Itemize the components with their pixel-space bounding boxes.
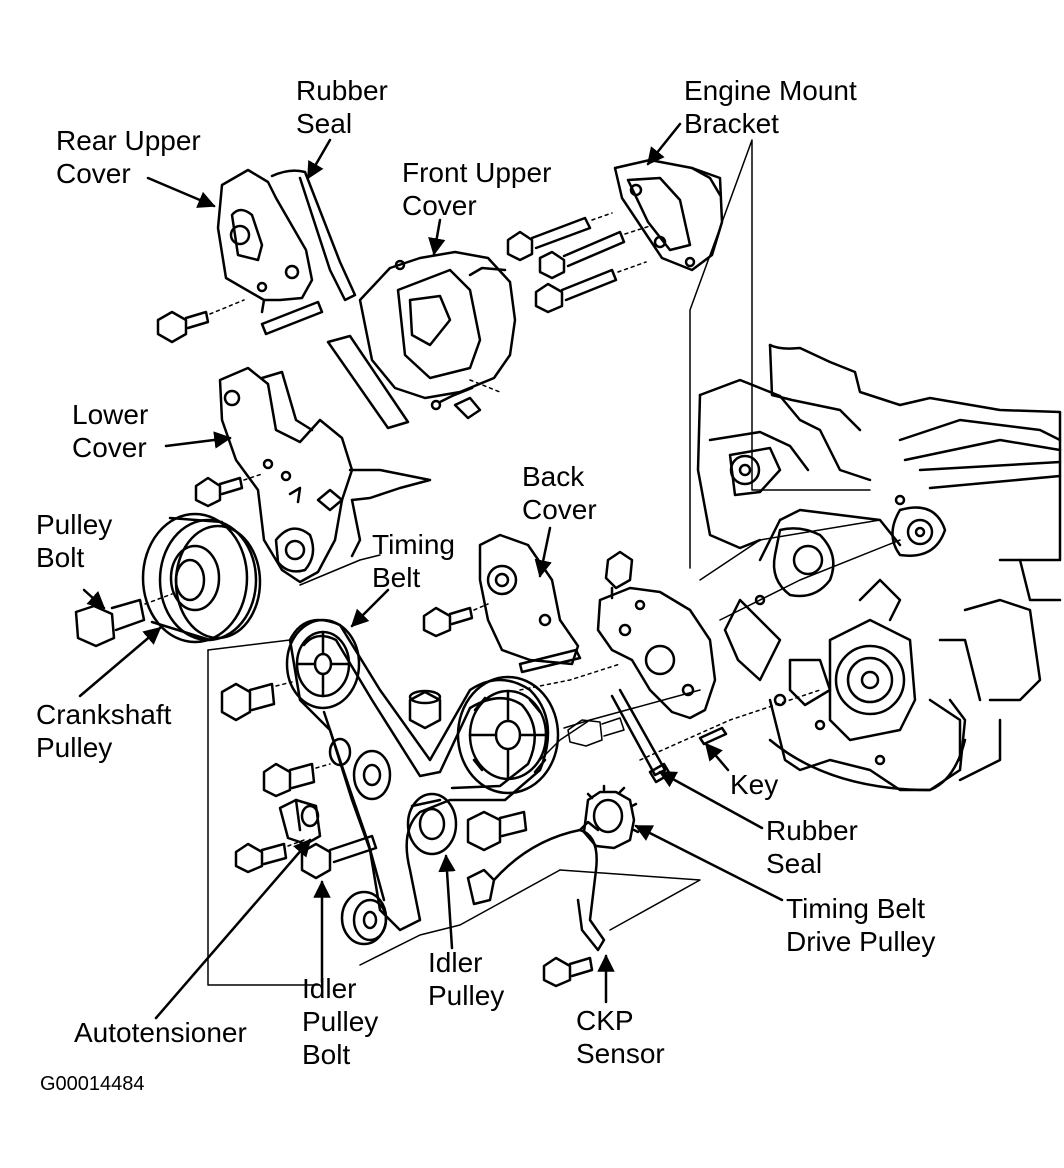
timing-belt-drive-pulley-part (582, 784, 640, 850)
bolt-left-1 (262, 762, 331, 798)
front-upper-cover-part (326, 250, 517, 430)
label-engine-mount-bracket: Engine Mount Bracket (684, 75, 857, 139)
cam-pulley-right (456, 675, 560, 795)
label-idler-pulley-bolt: Idler Pulley Bolt (302, 973, 379, 1070)
timing-belt-part (288, 618, 550, 932)
guide-lines (207, 519, 901, 986)
bolt-center-right (466, 810, 528, 852)
label-back-cover: Back Cover (522, 461, 597, 525)
label-front-upper-cover: Front Upper Cover (402, 157, 552, 221)
idler-pulley-part (406, 792, 458, 856)
label-ckp-sensor: CKP Sensor (576, 1005, 665, 1069)
lower-cover-bolt (194, 473, 263, 508)
bottom-pulley (340, 890, 388, 946)
ckp-sensor-part (466, 820, 606, 952)
cam-pulley-left (285, 618, 361, 710)
label-timing-belt-drive-pulley: Timing Belt Drive Pulley (786, 893, 936, 957)
lower-cover-part (218, 366, 432, 584)
crankshaft-pulley-part (141, 512, 262, 644)
label-crankshaft-pulley: Crankshaft Pulley (36, 699, 172, 763)
key-part (698, 726, 728, 746)
label-rubber-seal-bottom: Rubber Seal (766, 815, 858, 879)
idler-washer (328, 737, 392, 801)
label-timing-belt: Timing Belt (372, 529, 455, 593)
back-cover-part (478, 533, 582, 674)
rear-cover-bolt (156, 299, 245, 344)
engine-block (689, 139, 1062, 792)
rear-upper-cover-part (216, 168, 357, 336)
label-idler-pulley: Idler Pulley (428, 947, 505, 1011)
spacer-part (408, 689, 442, 730)
label-autotensioner: Autotensioner (74, 1017, 247, 1048)
pulley-bolt-part (74, 593, 173, 648)
cam-bolt-left (220, 681, 293, 722)
ckp-sensor-bolt (542, 956, 594, 988)
leader-arrows (78, 122, 784, 1020)
idler-pulley-bolt-part (300, 834, 378, 880)
engine-mount-bracket-part (613, 158, 724, 272)
engine-plate-part (596, 550, 717, 777)
label-pulley-bolt: Pulley Bolt (36, 509, 113, 573)
mount-bolts (506, 212, 651, 314)
label-rear-upper-cover: Rear Upper Cover (56, 125, 201, 189)
label-rubber-seal-top: Rubber Seal (296, 75, 388, 139)
bolt-left-2 (234, 839, 305, 874)
label-lower-cover: Lower Cover (72, 399, 149, 463)
back-cover-bolt (422, 603, 489, 638)
label-key: Key (730, 769, 779, 800)
autotensioner-part (278, 798, 322, 846)
figure-code: G00014484 (40, 1073, 145, 1095)
